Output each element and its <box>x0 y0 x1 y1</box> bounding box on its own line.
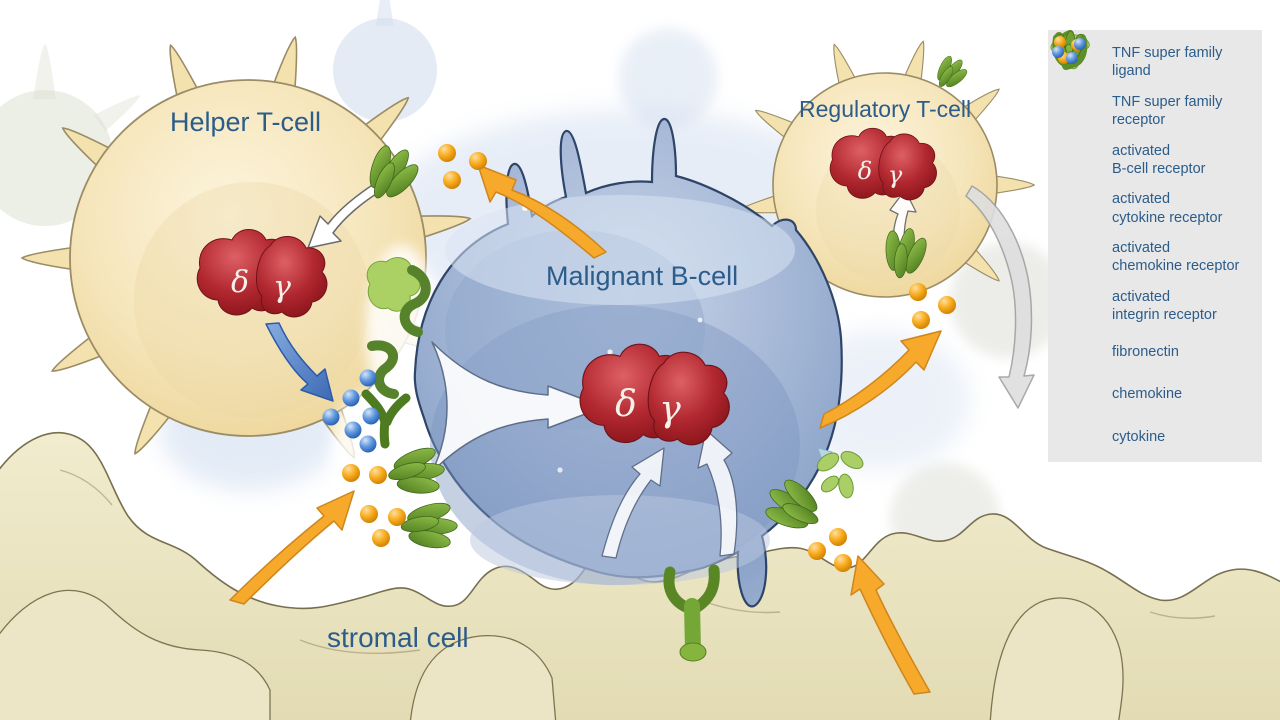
white-arrow-bottom-right <box>697 429 738 557</box>
chemokine-arrow-right <box>819 330 942 429</box>
legend-item-integrin-receptor: activated integrin receptor <box>1052 34 1254 324</box>
stromal-cell-label: stromal cell <box>327 622 469 653</box>
legend-item-label: activated cytokine receptor <box>1112 191 1223 226</box>
chemokine-arrow-bottom-right <box>850 555 931 695</box>
legend-item-cytokine: cytokine <box>1052 38 1254 452</box>
white-funnel-arrow <box>431 341 605 473</box>
integrin-fibronectin-shape <box>663 564 720 662</box>
delta-letter: δ <box>231 265 249 300</box>
gray-arrow-regulatory-down <box>965 185 1035 409</box>
chemokine-arrows <box>229 164 942 695</box>
delta-letter: δ <box>615 384 637 425</box>
legend-item-label: activated integrin receptor <box>1112 289 1217 324</box>
regulatory-t-cell-label: Regulatory T-cell <box>799 96 971 122</box>
legend-item-tnf-receptor: TNF super family receptor <box>1056 30 1254 129</box>
delta-gamma-cluster-helper: δ γ <box>196 229 328 318</box>
malignant-b-cell-label: Malignant B-cell <box>546 261 738 291</box>
cytokine-receptor-shape <box>361 389 411 449</box>
legend-item-label: TNF super family ligand <box>1112 45 1223 80</box>
receptors <box>355 50 974 662</box>
legend-item-chemokine: chemokine <box>1054 36 1254 409</box>
gamma-letter: γ <box>273 270 291 305</box>
delta-gamma-cluster-regulatory: δ γ <box>829 127 937 201</box>
legend-item-label: cytokine <box>1112 428 1166 445</box>
chemokine-arrow-top <box>477 164 607 259</box>
white-arrow-into-helper <box>307 179 385 249</box>
cytokine-dots <box>322 369 380 453</box>
legend-item-label: fibronectin <box>1112 343 1179 360</box>
white-arrow-bottom-left <box>601 447 665 559</box>
gamma-letter: γ <box>888 161 903 189</box>
legend-item-label: activated B-cell receptor <box>1112 142 1206 177</box>
delta-gamma-cluster-bcell: δ γ <box>579 343 730 446</box>
helper-t-cell-label: Helper T-cell <box>170 107 321 137</box>
stromal-cell <box>0 432 1280 720</box>
legend-item-label: TNF super family receptor <box>1112 93 1223 128</box>
chemokine-dots <box>342 144 956 572</box>
legend-item-fibronectin: fibronectin <box>1056 37 1254 367</box>
tnf-ligand-shape <box>366 257 421 312</box>
legend-panel: TNF super family ligand TNF super family… <box>1048 30 1262 462</box>
legend-item-label: activated chemokine receptor <box>1112 240 1240 275</box>
blue-cytokine-arrow <box>265 322 334 402</box>
bcell-receptor-shape <box>816 447 864 499</box>
tnf-receptor-shape <box>399 265 431 337</box>
legend-item-chemokine-receptor: activated chemokine receptor <box>1056 30 1254 275</box>
delta-letter: δ <box>858 157 872 185</box>
chemokine-arrow-bottom-left <box>229 490 355 605</box>
legend-item-label: chemokine <box>1112 386 1183 403</box>
gamma-letter: γ <box>659 389 681 430</box>
legend-item-bcell-receptor: activated B-cell receptor <box>1050 34 1254 178</box>
signal-arrows-white <box>265 179 1035 559</box>
legend-item-cytokine-receptor: activated cytokine receptor <box>1055 32 1254 226</box>
tnf-receptor-shape <box>367 340 399 399</box>
